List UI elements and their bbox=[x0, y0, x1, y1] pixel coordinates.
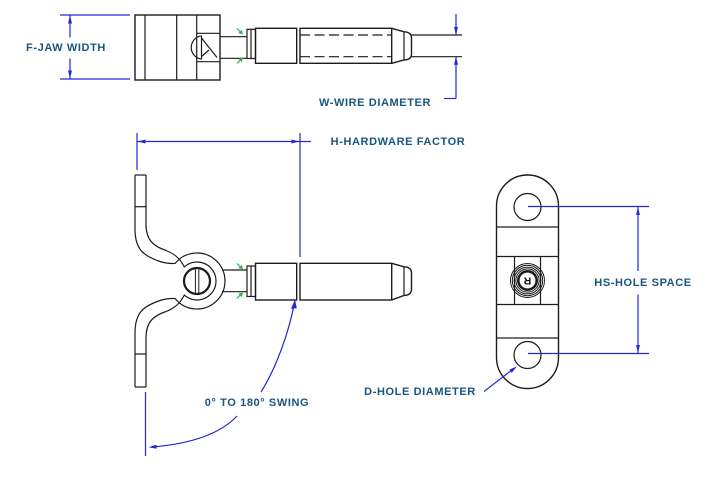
label-hardware-factor: H-HARDWARE FACTOR bbox=[329, 136, 467, 148]
arrow-up-right-icon bbox=[509, 366, 517, 373]
dim-jaw-width bbox=[60, 14, 130, 80]
arrow-up-icon bbox=[68, 15, 72, 24]
label-jaw-width: F-JAW WIDTH bbox=[25, 42, 107, 54]
dim-hole-space bbox=[528, 205, 649, 355]
ball-shank bbox=[190, 35, 218, 60]
arrow-up-icon bbox=[636, 207, 640, 215]
emblem-letter: R bbox=[523, 275, 531, 287]
jaw-body bbox=[134, 14, 221, 81]
side-view bbox=[134, 174, 413, 388]
dim-hardware-factor bbox=[136, 133, 311, 257]
joint-markers-top bbox=[236, 28, 243, 64]
label-swing: 0° TO 180° SWING bbox=[203, 397, 311, 409]
bottom-hole bbox=[513, 340, 542, 370]
label-wire-diameter: W-WIRE DIAMETER bbox=[317, 97, 433, 109]
dimension-lines bbox=[60, 14, 649, 456]
arrow-down-icon bbox=[454, 27, 458, 35]
arrow-down-icon bbox=[636, 345, 640, 353]
wire-lines bbox=[411, 34, 462, 58]
arrow-left-icon bbox=[137, 139, 146, 144]
swage-barrel-side bbox=[254, 262, 413, 301]
plate-body bbox=[495, 174, 560, 390]
strap bbox=[134, 174, 226, 388]
label-hole-diameter: D-HOLE DIAMETER bbox=[363, 386, 477, 398]
arrow-down-icon bbox=[68, 70, 72, 79]
dim-wire-diameter bbox=[444, 14, 458, 100]
pin-circle bbox=[182, 266, 212, 296]
label-hole-space: HS-HOLE SPACE bbox=[593, 277, 693, 289]
arrow-right-icon bbox=[291, 139, 300, 144]
dim-swing-arc bbox=[144, 299, 297, 456]
top-view bbox=[134, 14, 462, 81]
arrow-left-icon bbox=[148, 444, 157, 449]
stud-neck-side bbox=[222, 265, 257, 298]
swage-barrel-top bbox=[254, 27, 413, 64]
pin bbox=[182, 266, 212, 296]
trademark-emblem: R bbox=[510, 263, 545, 298]
dim-hole-diameter-leader bbox=[483, 366, 517, 392]
stud-neck-top bbox=[220, 28, 257, 60]
arrow-up-icon bbox=[291, 299, 297, 309]
arrow-up-icon bbox=[454, 56, 458, 65]
joint-markers-side bbox=[236, 263, 243, 299]
